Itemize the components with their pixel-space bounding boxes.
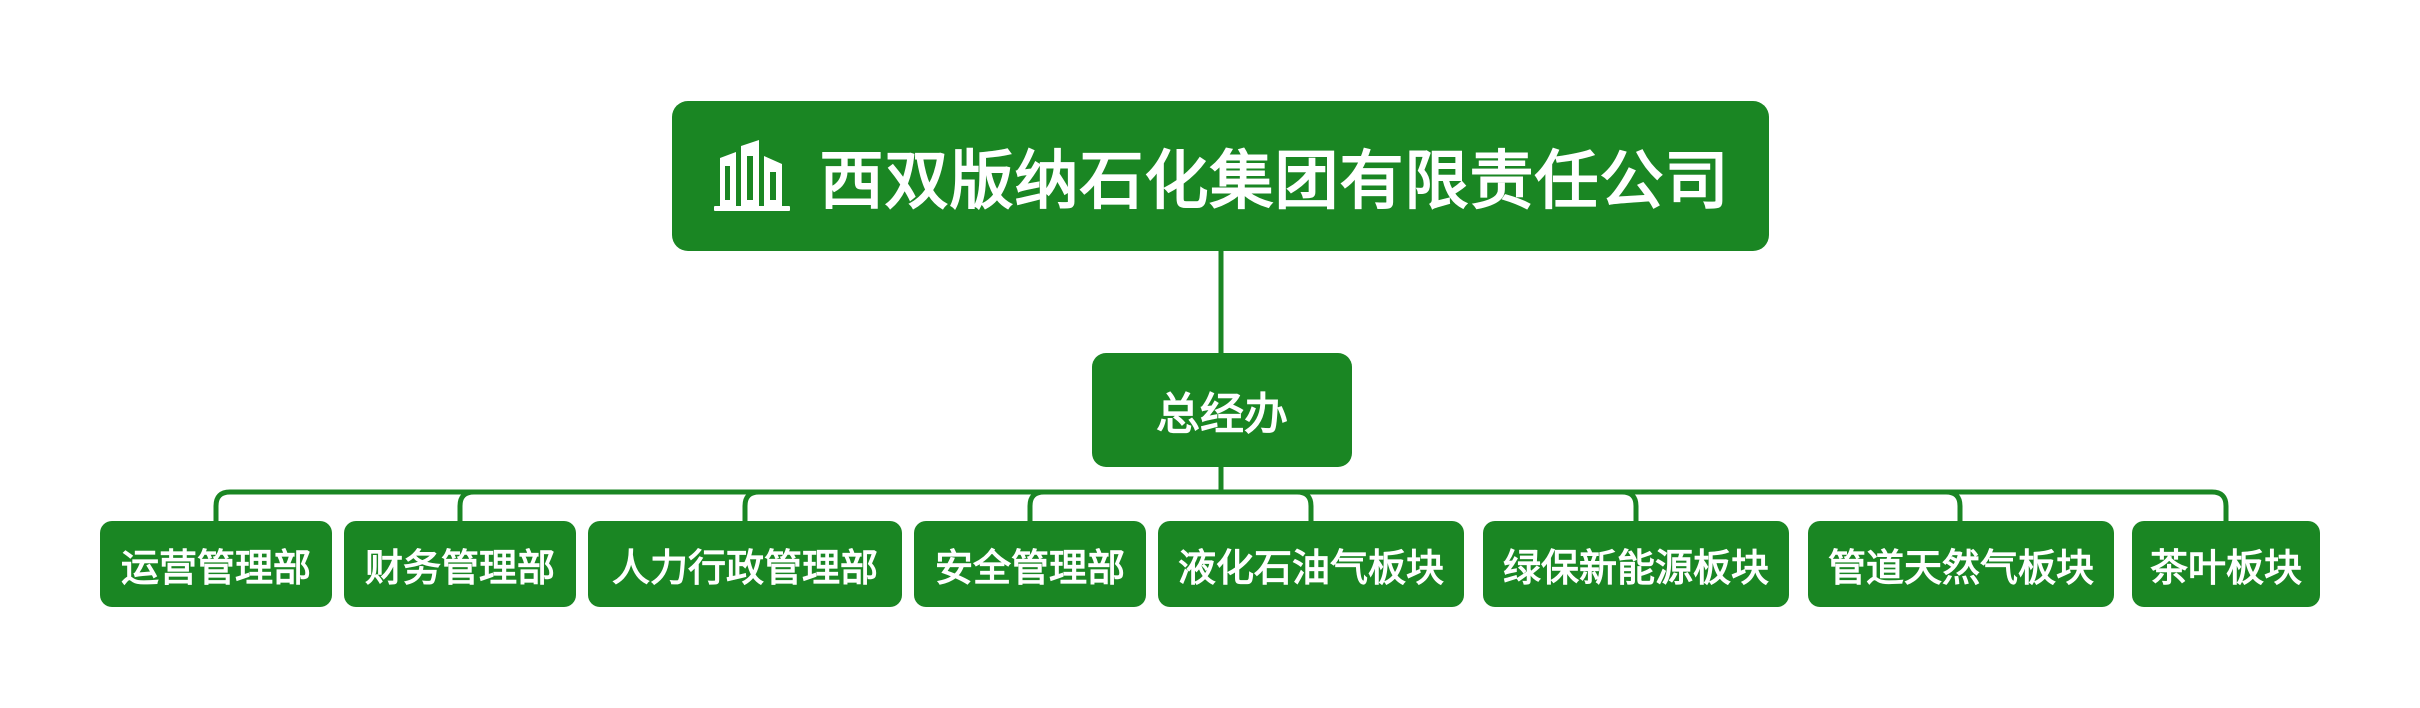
department-node-safety[interactable]: 安全管理部 [914,521,1146,607]
connector-branch-4 [1027,489,1047,524]
root-node[interactable]: 西双版纳石化集团有限责任公司 [672,101,1769,251]
mid-node[interactable]: 总经办 [1092,353,1352,467]
connector-branch-2 [457,489,477,524]
connector-branch-5 [1294,489,1314,524]
connector-branch-3 [742,489,762,524]
department-node-tea[interactable]: 茶叶板块 [2132,521,2320,607]
connector-bus [213,489,2229,524]
department-node-green-energy[interactable]: 绿保新能源板块 [1483,521,1789,607]
department-node-natural-gas[interactable]: 管道天然气板块 [1808,521,2114,607]
connector-branch-7 [1943,489,1963,524]
department-node-hr-admin[interactable]: 人力行政管理部 [588,521,902,607]
department-node-lpg[interactable]: 液化石油气板块 [1158,521,1464,607]
building-icon [713,140,790,211]
root-title: 西双版纳石化集团有限责任公司 [819,145,1730,219]
department-node-finance[interactable]: 财务管理部 [344,521,576,607]
department-node-operations[interactable]: 运营管理部 [100,521,332,607]
connector-branch-6 [1619,489,1639,524]
